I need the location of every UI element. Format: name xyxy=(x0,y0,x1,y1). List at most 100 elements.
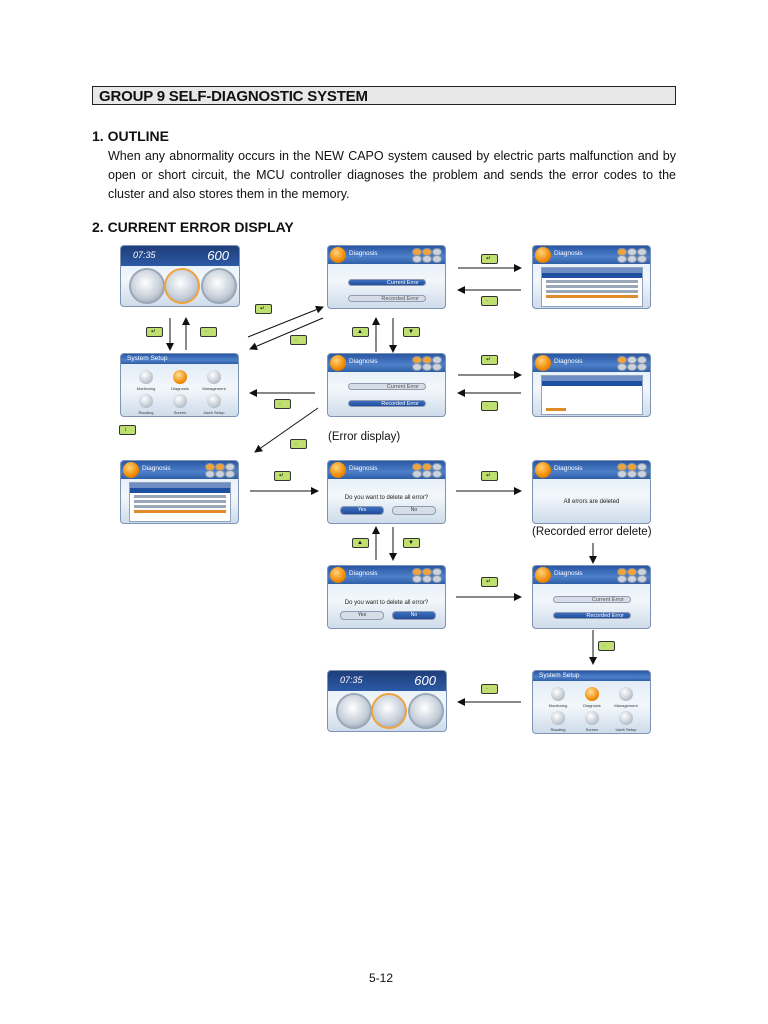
error-list xyxy=(541,375,643,415)
enter-key-icon: ↵ xyxy=(481,254,498,264)
current-error-title: 2. CURRENT ERROR DISPLAY xyxy=(92,219,294,235)
section-heading: GROUP 9 SELF-DIAGNOSTIC SYSTEM xyxy=(92,86,676,105)
delete-confirm-yes-screen: Diagnosis Do you want to delete all erro… xyxy=(327,460,446,524)
gauge-icon xyxy=(201,268,237,304)
enter-key-icon: ↵ xyxy=(481,471,498,481)
menu-label: Management xyxy=(614,703,638,708)
enter-key-icon: ↵ xyxy=(146,327,163,337)
no-button[interactable]: No xyxy=(392,611,436,620)
delete-question: Do you want to delete all error? xyxy=(344,495,429,501)
outline-body: When any abnormality occurs in the NEW C… xyxy=(108,149,676,201)
menu-label: Diagnosis xyxy=(171,386,189,391)
menu-label: Useb Setup xyxy=(615,727,637,732)
yes-button[interactable]: Yes xyxy=(340,506,384,515)
current-error-button[interactable]: Current Error xyxy=(553,596,631,603)
delete-confirm-no-screen: Diagnosis Do you want to delete all erro… xyxy=(327,565,446,629)
esc-key-icon: · xyxy=(598,641,615,651)
delete-question: Do you want to delete all error? xyxy=(344,600,429,606)
gauge-icon xyxy=(129,268,165,304)
esc-key-icon: · xyxy=(290,439,307,449)
gauge-icon xyxy=(164,268,200,304)
esc-key-icon: · xyxy=(481,296,498,306)
menu-label: Diagnosis xyxy=(583,703,601,708)
esc-key-icon: · xyxy=(481,684,498,694)
monitoring-icon[interactable] xyxy=(139,370,153,384)
error-display-caption: (Error display) xyxy=(328,431,401,443)
menu-label: Screen xyxy=(585,727,599,732)
deleted-message: All errors are deleted xyxy=(563,499,620,505)
diagnosis-logo-icon xyxy=(535,247,551,263)
current-error-button[interactable]: Current Error xyxy=(348,383,426,390)
diagnosis-logo-icon xyxy=(330,247,346,263)
screen-title: System Setup xyxy=(539,672,580,679)
no-button[interactable]: No xyxy=(392,506,436,515)
monitoring-icon[interactable] xyxy=(551,687,565,701)
enter-key-icon: ↵ xyxy=(274,471,291,481)
menu-label: Raoding xyxy=(550,727,566,732)
error-list xyxy=(541,267,643,307)
gauge-icon xyxy=(371,693,407,729)
diagnosis-menu-screen: Diagnosis Current Error Recorded Error xyxy=(327,245,446,309)
raoding-icon[interactable] xyxy=(551,711,565,725)
diagnosis-logo-icon xyxy=(535,355,551,371)
menu-label: Useb Setup xyxy=(203,410,225,415)
up-key-icon: ▲ xyxy=(352,538,369,548)
rpm-readout: 600 xyxy=(207,248,229,263)
screen-title: Diagnosis xyxy=(554,570,583,577)
menu-label: Management xyxy=(202,386,226,391)
diagnosis-logo-icon xyxy=(330,567,346,583)
diagnosis-icon[interactable] xyxy=(173,370,187,384)
gauge-icon xyxy=(336,693,372,729)
up-key-icon: ▲ xyxy=(352,327,369,337)
current-error-list-screen: Diagnosis xyxy=(532,245,651,309)
enter-key-icon: ↵ xyxy=(481,355,498,365)
screen-title: Diagnosis xyxy=(349,465,378,472)
diagnosis-logo-icon xyxy=(123,462,139,478)
user-setup-icon[interactable] xyxy=(619,711,633,725)
diagnosis-menu-after-screen: Diagnosis Current Error Recorded Error xyxy=(532,565,651,629)
diagnosis-icon[interactable] xyxy=(585,687,599,701)
enter-key-icon: ↵ xyxy=(255,304,272,314)
user-setup-icon[interactable] xyxy=(207,394,221,408)
esc-key-icon: · xyxy=(274,399,291,409)
screen-title: Diagnosis xyxy=(554,358,583,365)
menu-label: Monitoring xyxy=(136,386,156,391)
recorded-error-button[interactable]: Recorded Error xyxy=(348,295,426,302)
system-setup-screen: System Setup Monitoring Diagnosis Manage… xyxy=(120,353,239,417)
screen-title: System Setup xyxy=(127,355,168,362)
error-list xyxy=(129,482,231,522)
screen-title: Diagnosis xyxy=(142,465,171,472)
page-number: 5-12 xyxy=(369,971,394,985)
screen-title: Diagnosis xyxy=(554,465,583,472)
down-key-icon: ▼ xyxy=(403,538,420,548)
main-display-screen: 07:35 600 xyxy=(120,245,240,307)
system-setup-screen-bottom: System Setup Monitoring Diagnosis Manage… xyxy=(532,670,651,734)
diagnosis-logo-icon xyxy=(535,567,551,583)
screen-title: Diagnosis xyxy=(554,250,583,257)
recorded-errors-screen: Diagnosis xyxy=(120,460,239,524)
outline-title: 1. OUTLINE xyxy=(92,128,170,144)
recorded-error-list-screen: Diagnosis xyxy=(532,353,651,417)
yes-button[interactable]: Yes xyxy=(340,611,384,620)
menu-label: Monitoring xyxy=(548,703,568,708)
enter-key-icon: ↵ xyxy=(481,577,498,587)
esc-key-icon: · xyxy=(290,335,307,345)
raoding-icon[interactable] xyxy=(139,394,153,408)
rpm-readout: 600 xyxy=(414,673,436,688)
gauge-icon xyxy=(408,693,444,729)
menu-label: Screen xyxy=(173,410,187,415)
main-display-screen-bottom: 07:35 600 xyxy=(327,670,447,732)
screen-title: Diagnosis xyxy=(349,358,378,365)
recorded-delete-caption: (Recorded error delete) xyxy=(532,526,652,538)
screen-icon[interactable] xyxy=(585,711,599,725)
recorded-error-button[interactable]: Recorded Error xyxy=(348,400,426,407)
diagnosis-logo-icon xyxy=(330,355,346,371)
current-error-button[interactable]: Current Error xyxy=(348,279,426,286)
down-key-icon: ▼ xyxy=(403,327,420,337)
screen-title: Diagnosis xyxy=(349,250,378,257)
management-icon[interactable] xyxy=(619,687,633,701)
recorded-error-button[interactable]: Recorded Error xyxy=(553,612,631,619)
management-icon[interactable] xyxy=(207,370,221,384)
screen-icon[interactable] xyxy=(173,394,187,408)
